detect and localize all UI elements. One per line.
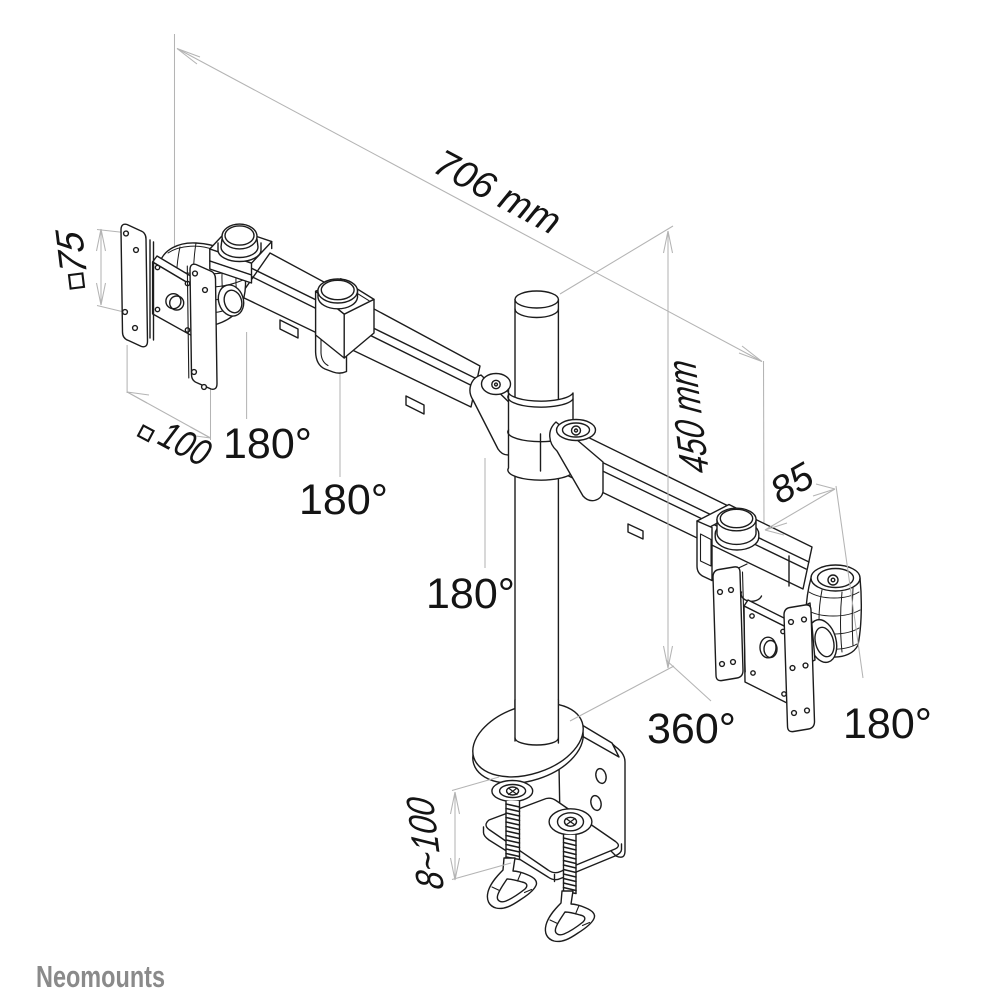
svg-text:360°: 360° [647,705,736,753]
svg-text:Neomounts: Neomounts [36,959,165,994]
svg-text:180°: 180° [426,570,515,618]
svg-text:180°: 180° [843,700,932,748]
svg-text:180°: 180° [299,476,388,524]
svg-text:75: 75 [48,229,97,275]
svg-text:180°: 180° [223,420,312,468]
